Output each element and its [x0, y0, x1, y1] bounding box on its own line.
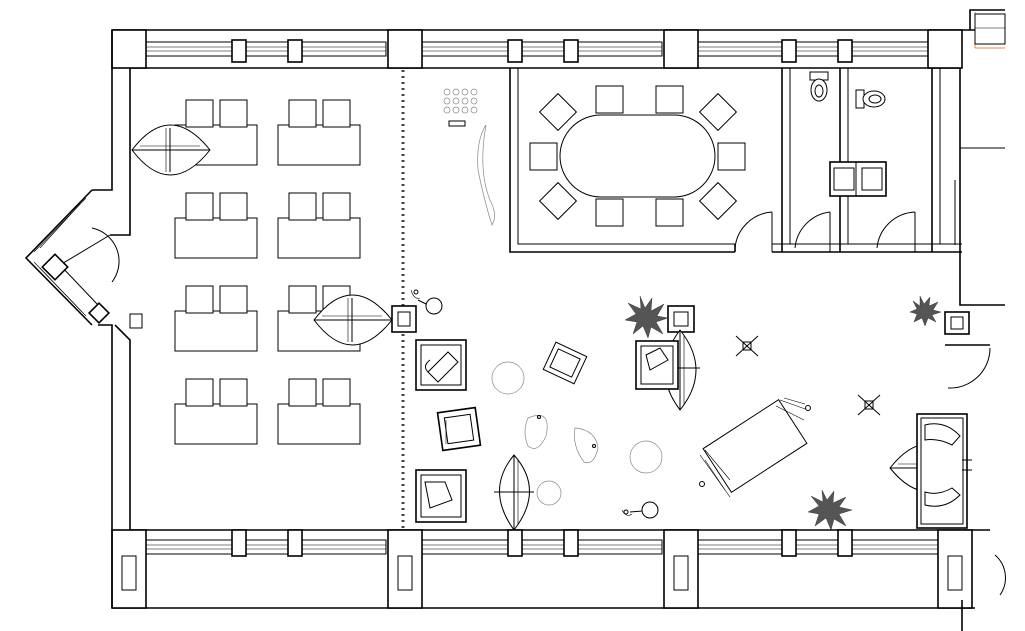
armchair-icon[interactable]: [542, 341, 588, 385]
desk-row-2: [174, 192, 361, 259]
lamp-icon: [494, 454, 534, 531]
restrooms: [809, 71, 887, 197]
desk-chair-icon[interactable]: [322, 378, 351, 407]
keypad-icon: [443, 88, 478, 114]
lamp-icon: [313, 294, 393, 346]
desk-chair-icon[interactable]: [322, 99, 351, 128]
fan-icon: [857, 394, 881, 416]
desk-chair-icon[interactable]: [595, 85, 624, 114]
fan-icon: [735, 335, 759, 357]
plant-icon: [624, 295, 669, 339]
conference-table: [559, 114, 716, 198]
desk-chair-icon[interactable]: [655, 198, 684, 227]
plant-icon: [909, 295, 942, 327]
lamp-icon: [131, 124, 211, 176]
desk-chair-icon[interactable]: [655, 85, 684, 114]
armchair-icon[interactable]: [415, 469, 467, 523]
round-table-icon: [491, 361, 525, 395]
desk-chair-icon[interactable]: [219, 285, 248, 314]
desk-chair-icon[interactable]: [595, 198, 624, 227]
desk-chair-icon[interactable]: [538, 92, 578, 132]
hammock-icon[interactable]: [699, 397, 811, 498]
desk-chair-icon[interactable]: [698, 92, 738, 132]
round-table-icon: [536, 480, 562, 506]
desk-chair-icon[interactable]: [698, 181, 738, 221]
desk-chair-icon[interactable]: [288, 99, 317, 128]
desk-chair-icon[interactable]: [288, 378, 317, 407]
desk-chair-icon[interactable]: [288, 285, 317, 314]
armchair-icon[interactable]: [436, 406, 482, 452]
desk-chair-icon[interactable]: [219, 378, 248, 407]
desk-chair-icon[interactable]: [529, 142, 558, 171]
top-pillars: [111, 29, 963, 69]
exterior-walls: [24, 29, 990, 609]
plant-icon: [807, 489, 853, 531]
open-office: [131, 99, 393, 445]
desk-row-4: [174, 378, 361, 445]
meeting-room: [529, 85, 746, 227]
interior-walls: [391, 9, 1006, 631]
desk-chair-icon[interactable]: [219, 192, 248, 221]
sink-icon: [829, 161, 887, 197]
round-table-icon: [629, 440, 663, 474]
bottom-windows: [145, 539, 939, 555]
toilet-icon: [809, 71, 829, 102]
floor-lamp-icon: [410, 289, 443, 315]
desk-chair-icon[interactable]: [219, 99, 248, 128]
floor-lamp-icon: [621, 501, 659, 519]
reception: [443, 88, 495, 226]
desk-chair-icon[interactable]: [185, 378, 214, 407]
desk-chair-icon[interactable]: [538, 181, 578, 221]
sofa-icon[interactable]: [916, 413, 972, 529]
desk-chair-icon[interactable]: [288, 192, 317, 221]
top-windows: [145, 41, 929, 57]
desk-chair-icon[interactable]: [322, 192, 351, 221]
lounge: [410, 289, 972, 531]
armchair-icon[interactable]: [415, 339, 467, 391]
bay-window: [24, 189, 120, 326]
bottom-pillars: [111, 529, 973, 609]
desk-chair-icon[interactable]: [717, 142, 746, 171]
toilet-icon: [855, 89, 886, 109]
armchair-icon[interactable]: [635, 340, 679, 390]
desk-chair-icon[interactable]: [185, 285, 214, 314]
desk-chair-icon[interactable]: [185, 192, 214, 221]
desk-chair-icon[interactable]: [185, 99, 214, 128]
